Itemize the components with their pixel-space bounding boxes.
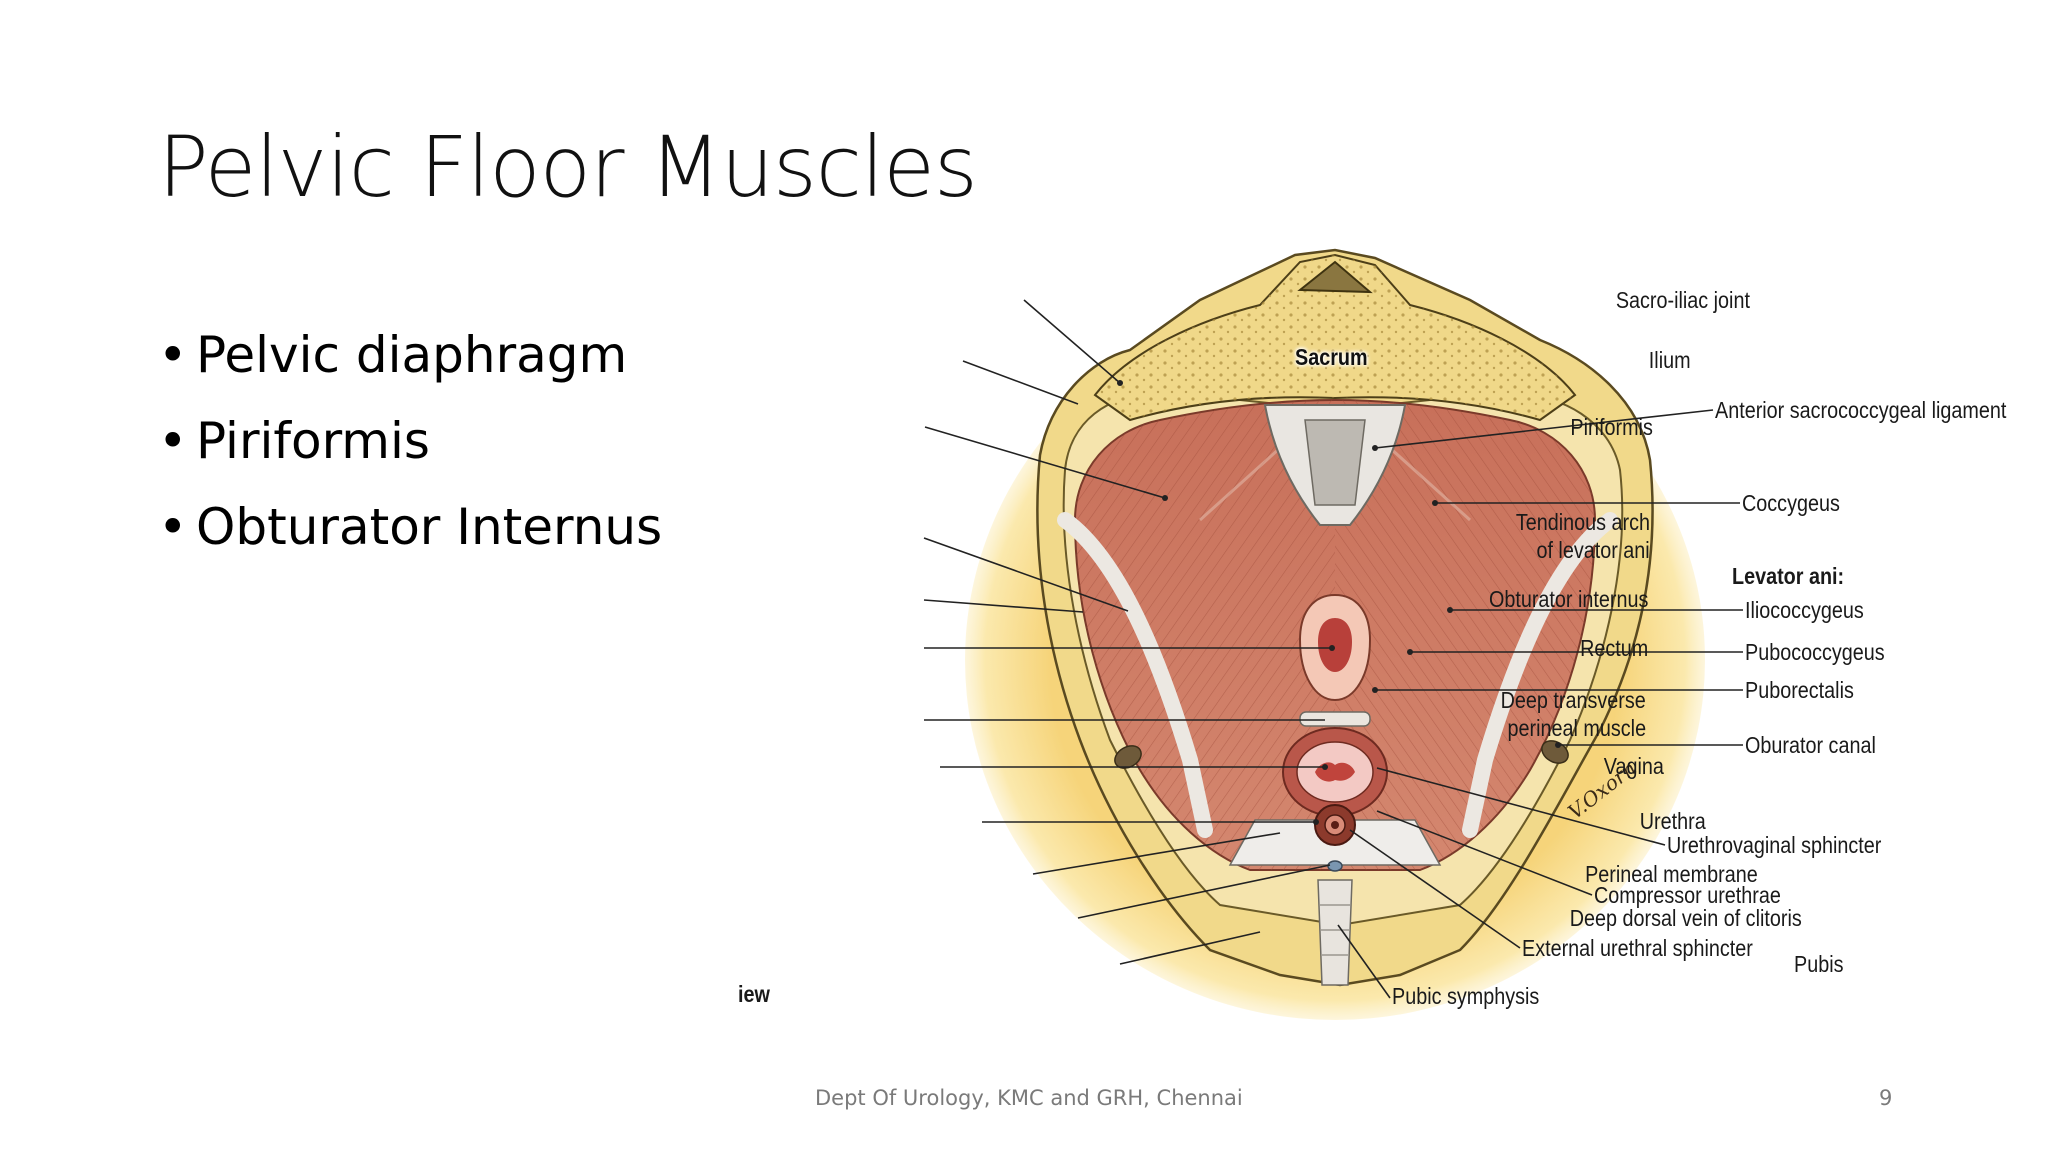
label-urethra: Urethra	[1640, 808, 1706, 834]
bullet-item: •Pelvic diaphragm	[158, 326, 628, 384]
right-leader-lines	[1337, 409, 1743, 999]
pelvic-floor-illustration: V.Oxorn Sacrum Sacro-iliac joint Ilium P…	[730, 240, 2036, 1040]
label-sacrum: Sacrum	[1295, 344, 1368, 370]
deep-transverse-perineal	[1299, 711, 1371, 727]
footer-text: Dept Of Urology, KMC and GRH, Chennai	[815, 1086, 1243, 1110]
label-pubococcygeus: Pubococcygeus	[1745, 639, 1885, 665]
rectum-lumen	[1318, 618, 1352, 672]
label-tendinous-arch-2: of levator ani	[1536, 537, 1650, 563]
urethra-lumen	[1331, 821, 1339, 829]
label-piriformis: Piriformis	[1570, 414, 1653, 440]
label-ilium: Ilium	[1649, 347, 1691, 373]
label-obturator-canal: Oburator canal	[1745, 732, 1876, 758]
label-obturator-internus: Obturator internus	[1488, 586, 1648, 612]
label-sacro-iliac-joint: Sacro-iliac joint	[1615, 287, 1750, 313]
right-muscle-fibers	[1335, 400, 1595, 870]
label-perineal-membrane: Perineal membrane	[1585, 861, 1758, 887]
left-tendinous-arch	[1057, 512, 1213, 838]
sacrum-texture	[1095, 255, 1575, 420]
label-iliococcygeus: Iliococcygeus	[1745, 597, 1864, 623]
label-external-urethral-sphincter: External urethral sphincter	[1522, 935, 1753, 961]
label-deep-transverse-2: perineal muscle	[1507, 715, 1646, 741]
label-levator-ani: Levator ani:	[1732, 563, 1845, 589]
bullet-text: Pelvic diaphragm	[196, 326, 628, 384]
label-pubic-symphysis: Pubic symphysis	[1392, 983, 1540, 1009]
bullet-list: •Pelvic diaphragm •Piriformis •Obturator…	[158, 312, 662, 570]
pubic-symphysis	[1317, 879, 1353, 986]
label-anterior-sacrococcygeal-ligament: Anterior sacrococcygeal ligament	[1715, 397, 2007, 423]
page-number: 9	[1879, 1086, 1893, 1110]
label-compressor-urethrae: Compressor urethrae	[1594, 882, 1781, 908]
label-tendinous-arch: Tendinous arch	[1515, 509, 1650, 535]
cropped-caption: iew	[738, 981, 770, 1007]
bullet-text: Obturator Internus	[196, 498, 663, 556]
label-coccygeus: Coccygeus	[1742, 490, 1840, 516]
left-leader-lines	[923, 299, 1332, 965]
label-deep-transverse: Deep transverse	[1500, 687, 1646, 713]
label-urethrovaginal-sphincter: Urethrovaginal sphincter	[1667, 832, 1882, 858]
label-vagina: Vagina	[1603, 753, 1664, 779]
bullet-item: •Obturator Internus	[158, 498, 663, 556]
label-pubis: Pubis	[1794, 951, 1844, 977]
label-deep-dorsal-vein: Deep dorsal vein of clitoris	[1570, 905, 1802, 931]
bullet-text: Piriformis	[196, 412, 430, 470]
slide-title: Pelvic Floor Muscles	[158, 118, 978, 216]
label-puborectalis: Puborectalis	[1745, 677, 1854, 703]
right-tendinous-arch	[1462, 512, 1618, 838]
coccyx-segments	[1304, 419, 1366, 506]
bullet-item: •Piriformis	[158, 412, 430, 470]
sacral-canal	[1297, 260, 1373, 294]
label-rectum: Rectum	[1579, 635, 1648, 661]
left-obturator-canal	[1114, 745, 1142, 769]
pelvis-drawing: V.Oxorn	[923, 248, 1743, 1020]
deep-dorsal-vein	[1327, 860, 1343, 872]
